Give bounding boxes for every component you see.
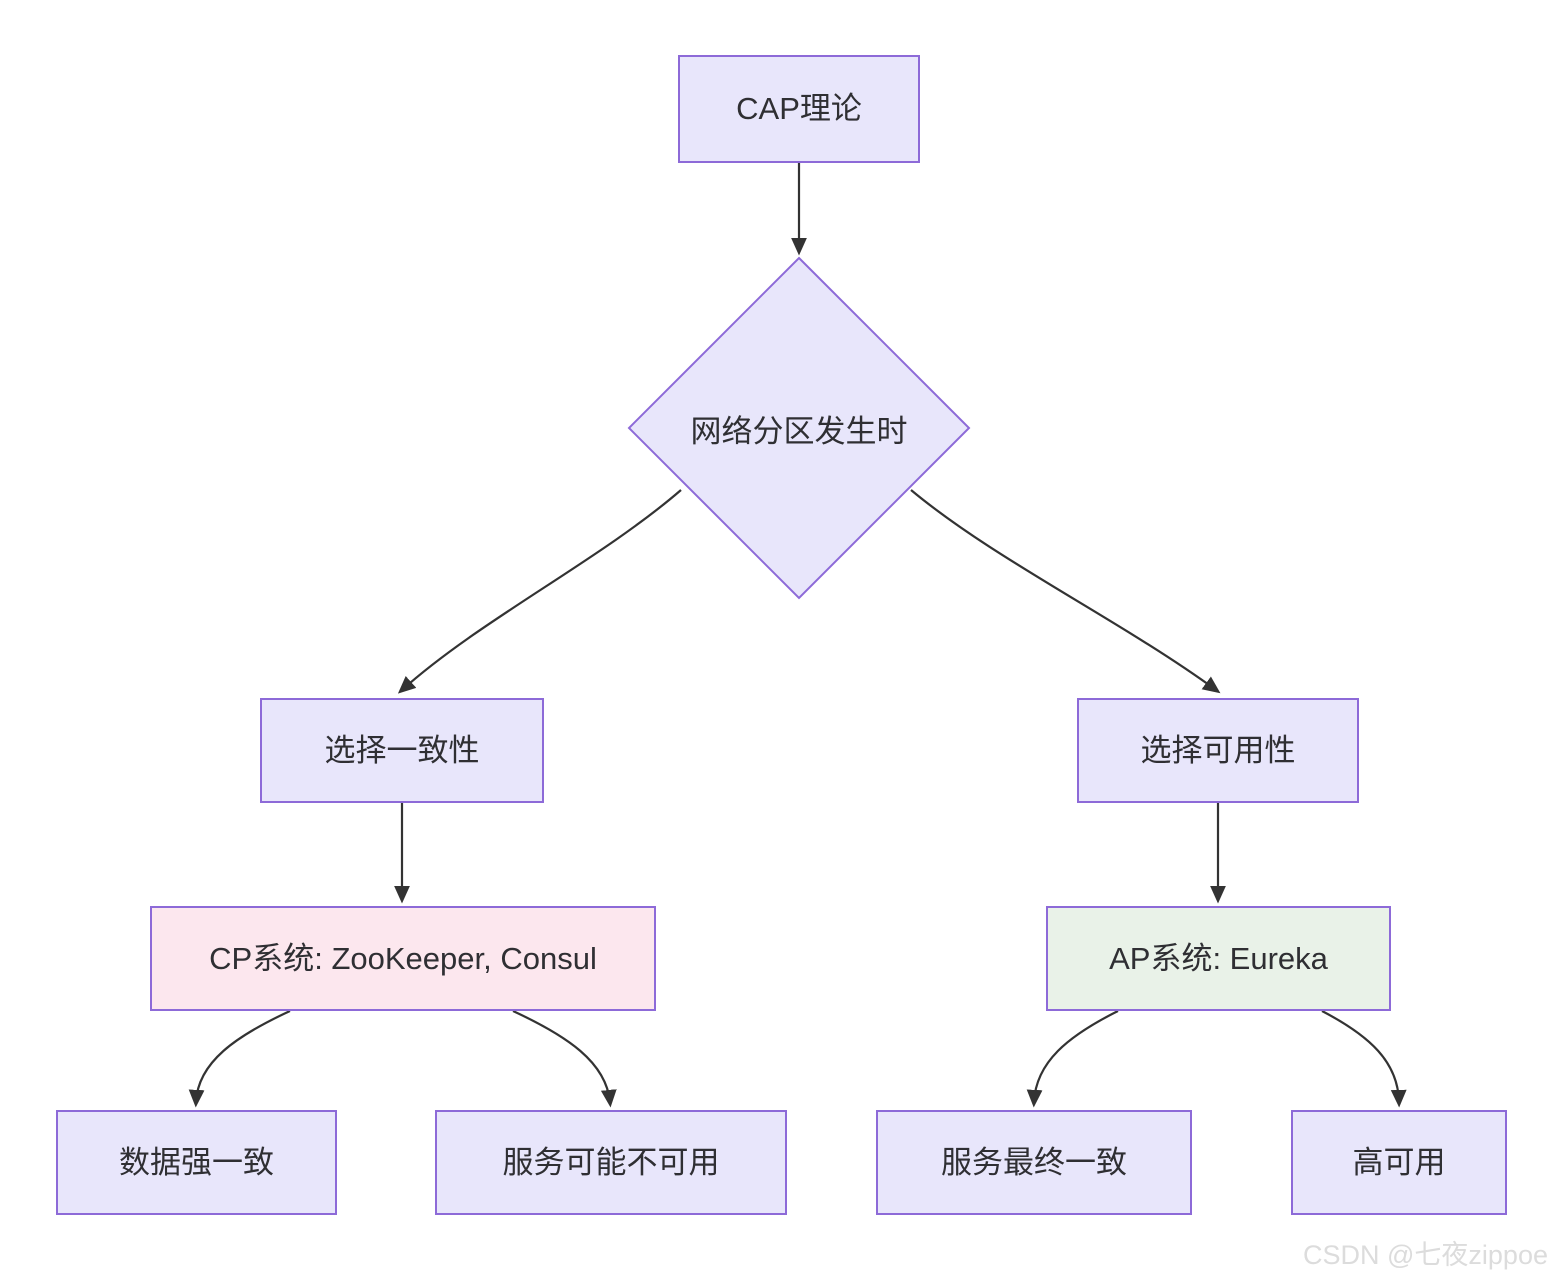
edge-cp-system-to-strong-consistency [188,1010,291,1108]
node-high-availability[interactable]: 高可用 [1291,1110,1507,1215]
node-service-unavailable[interactable]: 服务可能不可用 [435,1110,787,1215]
node-ap-system[interactable]: AP系统: Eureka [1046,906,1391,1011]
node-eventual-consistency[interactable]: 服务最终一致 [876,1110,1192,1215]
edge-cp-system-to-service-unavailable [512,1010,617,1108]
node-label-partition: 网络分区发生时 [690,413,908,449]
node-label-service-unavailable: 服务可能不可用 [502,1144,720,1180]
node-label-cp-system: CP系统: ZooKeeper, Consul [209,940,597,976]
node-choose-availability[interactable]: 选择可用性 [1077,698,1359,803]
edge-ap-system-to-eventual-consistency [1026,1010,1119,1108]
node-strong-consistency[interactable]: 数据强一致 [56,1110,337,1215]
node-label-cap: CAP理论 [736,91,862,127]
node-cap[interactable]: CAP理论 [678,55,920,163]
node-cp-system[interactable]: CP系统: ZooKeeper, Consul [150,906,656,1011]
node-label-eventual-consistency: 服务最终一致 [941,1144,1127,1180]
node-label-choose-consistency: 选择一致性 [324,732,480,768]
node-label-strong-consistency: 数据强一致 [119,1144,274,1180]
node-label-choose-availability: 选择可用性 [1140,732,1296,768]
edge-ap-system-to-high-availability [1321,1010,1407,1108]
node-label-high-availability: 高可用 [1352,1144,1446,1180]
diamond-shape [627,256,971,600]
node-partition[interactable]: 网络分区发生时 [627,256,971,600]
watermark-label: CSDN @七夜zippoe [1303,1240,1548,1270]
node-label-ap-system: AP系统: Eureka [1109,940,1328,976]
node-choose-consistency[interactable]: 选择一致性 [260,698,544,803]
